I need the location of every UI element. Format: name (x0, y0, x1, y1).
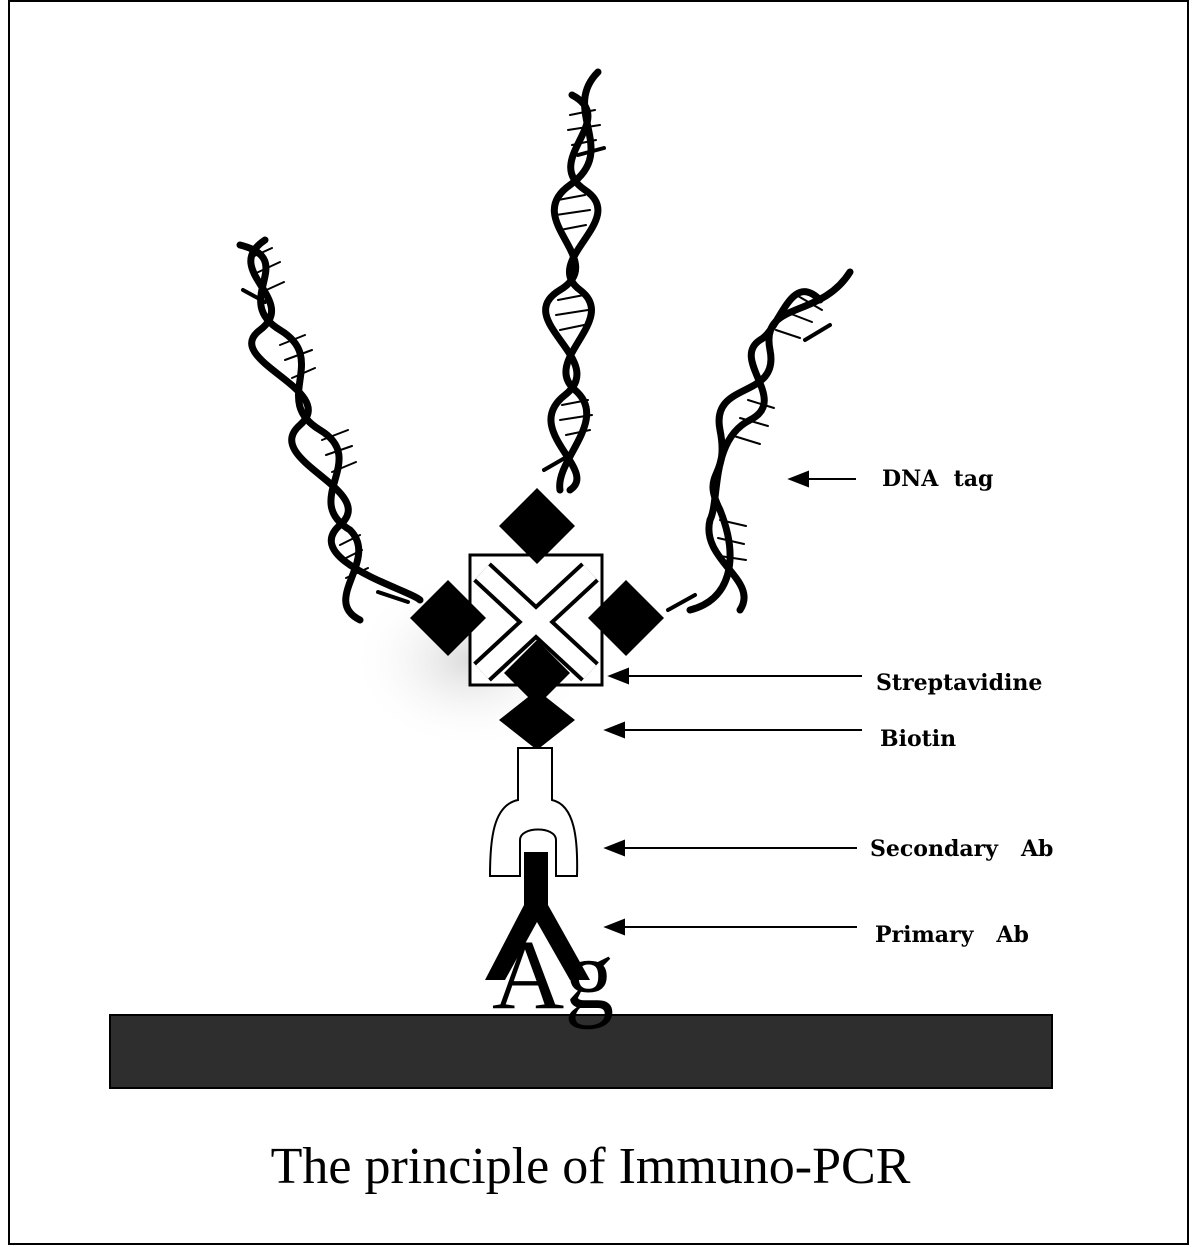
dna-helix-right (668, 272, 850, 610)
label-primary-ab: Primary Ab (875, 922, 1029, 948)
dna-helix-left (240, 240, 420, 620)
label-streptavidine: Streptavidine (876, 670, 1042, 696)
label-secondary-ab: Secondary Ab (870, 836, 1053, 862)
label-dna-tag: DNA tag (882, 466, 993, 492)
antigen-label: Ag (492, 925, 614, 1025)
figure-caption: The principle of Immuno-PCR (0, 1137, 1181, 1196)
dna-helix-center (544, 72, 604, 490)
label-biotin: Biotin (880, 726, 956, 752)
